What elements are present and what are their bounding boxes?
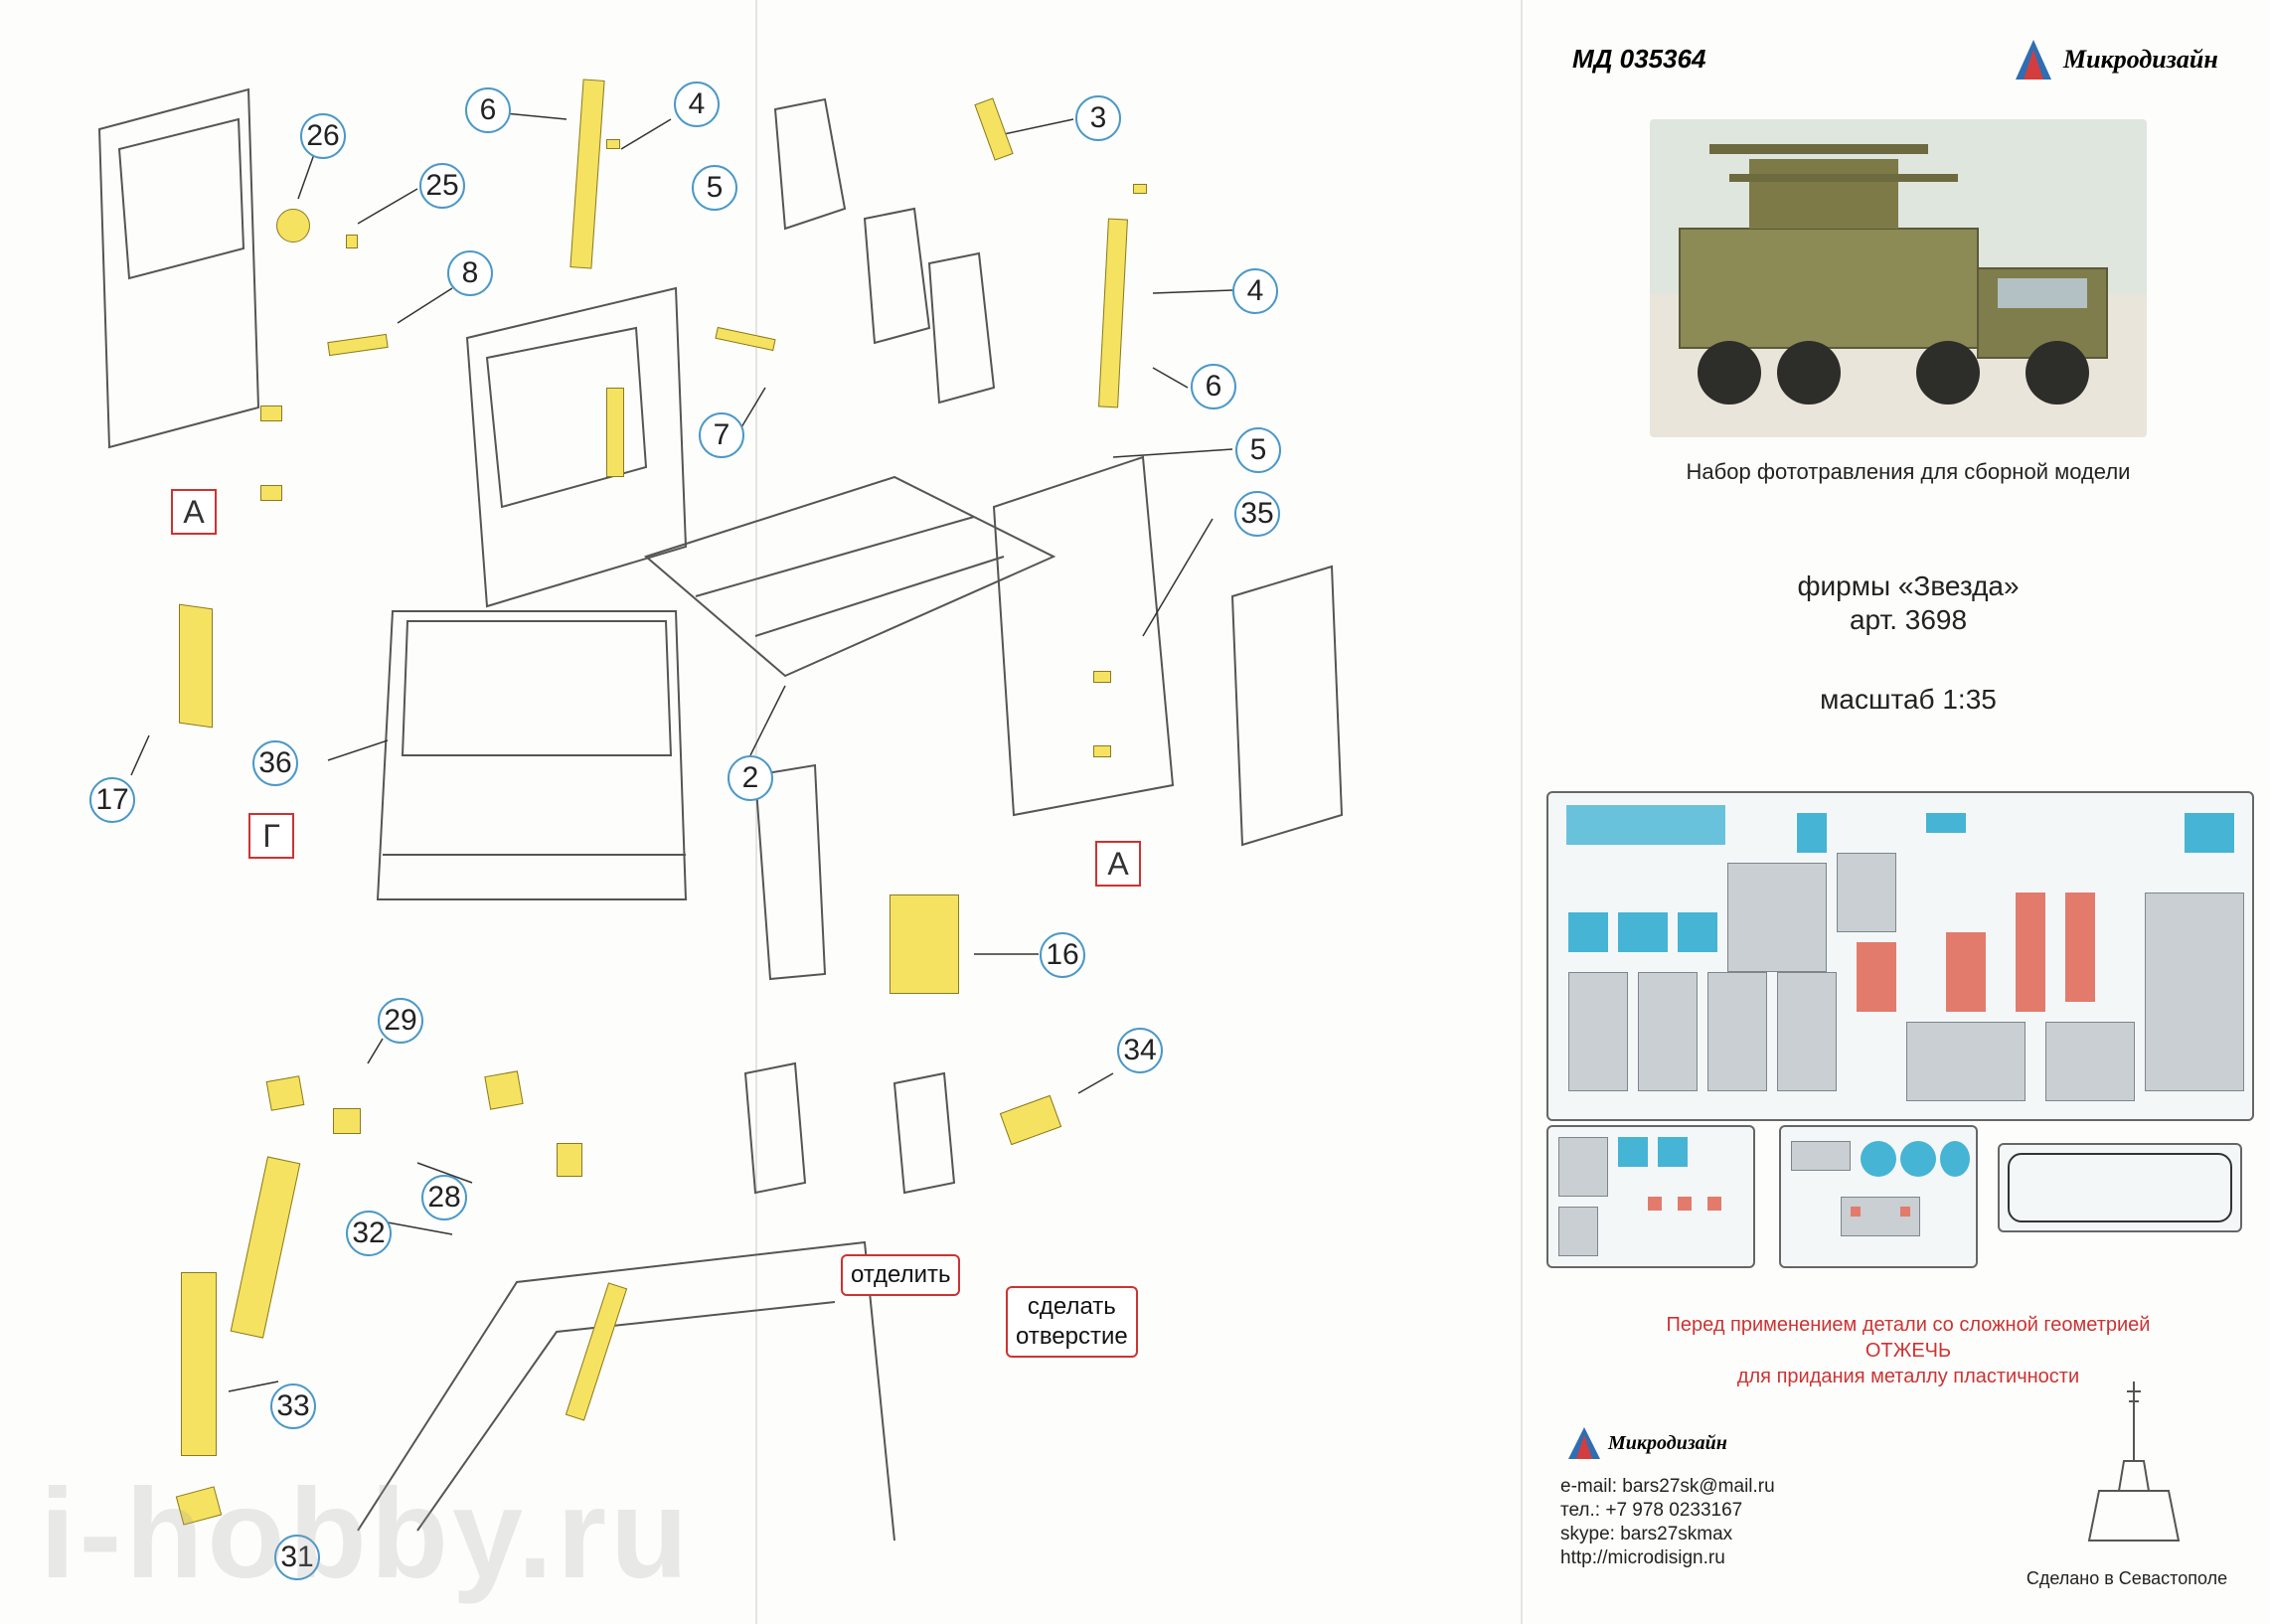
callout-32: 32 [346,1211,392,1256]
part-16-grille [890,894,959,994]
callout-33: 33 [270,1383,316,1429]
callout-6-right: 6 [1191,364,1236,409]
callout-25: 25 [419,163,465,209]
cab-door-middle [465,286,688,608]
made-in: Сделано в Севастополе [2026,1568,2228,1588]
note-separate: отделить [841,1254,961,1296]
watermark: i-hobby.ru [40,1463,693,1605]
part-a-hinge-lower [260,485,282,501]
seat-3 [927,251,996,405]
callout-36: 36 [252,740,298,786]
contact-phone: тел.: +7 978 0233167 [1560,1500,1743,1521]
pe-fret-small-a [1546,1125,1755,1268]
contact-email[interactable]: e-mail: bars27sk@mail.ru [1560,1476,1775,1497]
brand-name: Микродизайн [2063,45,2218,74]
warning-line1: Перед применением детали со сложной геом… [1666,1314,2151,1336]
contact-web[interactable]: http://microdisign.ru [1560,1547,1725,1568]
vehicle-photo [1650,119,2147,437]
callout-31: 31 [274,1535,320,1580]
product-article: арт. 3698 [1849,604,1968,635]
brand-footer: Микродизайн [1566,1425,1727,1461]
part-29-plate-b [484,1070,524,1110]
callout-4-right: 4 [1232,268,1278,314]
monument-icon [2087,1381,2181,1542]
letter-g: Г [248,813,294,859]
part-5-strip-left [606,388,624,477]
callout-5-right: 5 [1235,427,1281,473]
product-scale: масштаб 1:35 [1820,684,1997,715]
note-drill-line2: отверстие [1016,1323,1128,1350]
part-4-clip-left [606,139,620,149]
lower-chassis [357,1240,895,1542]
callout-8: 8 [447,250,493,296]
callout-29: 29 [378,998,423,1044]
assembly-diagram-lines [97,87,1344,1542]
vehicle-illustration [1679,144,2108,405]
floor-frame [643,475,1056,678]
cab-frame-right [992,455,1175,817]
brand-logo-icon [2016,40,2051,80]
pe-fret-large [1546,791,2254,1121]
part-a-hinge-upper [260,406,282,421]
callout-26: 26 [300,113,346,159]
part-17-panel [179,603,213,729]
part-25-tab [346,235,358,248]
part-26-ring [276,209,310,243]
product-manufacturer: фирмы «Звезда» [1797,570,2020,601]
callout-28: 28 [421,1175,467,1220]
windshield-panel [376,610,688,900]
part-33-beam [181,1272,217,1456]
part-28-plate-b [557,1143,582,1177]
door-outline-left [97,87,260,449]
letter-a-left: А [171,489,217,535]
part-35-hinge-upper [1093,671,1111,683]
callout-5-left: 5 [692,165,737,211]
warning-line2: ОТЖЕЧЬ [1865,1340,1952,1362]
brand-logo-small-icon [1568,1427,1600,1459]
warning-line3: для придания металлу пластичности [1736,1366,2080,1387]
letter-a-right: А [1095,841,1141,887]
brand-header: Микродизайн [2012,38,2218,81]
note-drill-line1: сделать [1027,1293,1116,1320]
callout-4-left: 4 [674,81,720,127]
door-outline-right [1230,565,1344,847]
article-code: МД 035364 [1572,44,1706,74]
callout-3: 3 [1075,95,1121,141]
seat-1 [773,97,847,231]
part-28-plate-a [333,1108,361,1134]
callout-34: 34 [1117,1028,1163,1073]
callout-7: 7 [699,412,744,458]
part-4-clip-right [1133,184,1147,194]
page-fold-right [1521,0,1523,1624]
pe-fret-small-b [1779,1125,1978,1268]
note-separate-text: отделить [851,1261,951,1288]
callout-16: 16 [1040,932,1085,978]
product-subtitle: Набор фототравления для сборной модели [1686,459,2131,484]
seat-2 [863,207,931,345]
callout-2: 2 [728,755,773,801]
callout-17: 17 [89,777,135,823]
callout-6-left: 6 [465,87,511,133]
part-35-hinge-lower [1093,745,1111,757]
part-29-plate-a [265,1075,305,1111]
brand-footer-name: Микродизайн [1608,1431,1727,1454]
note-drill: сделать отверстие [1006,1286,1138,1358]
callout-35: 35 [1234,491,1280,537]
fender-piece [753,763,827,981]
contacts-block: e-mail: bars27sk@mail.ru тел.: +7 978 02… [1560,1475,1775,1570]
pe-windshield-frame [1998,1143,2242,1232]
contact-skype: skype: bars27skmax [1560,1524,1733,1544]
page-fold-left [755,0,757,1624]
